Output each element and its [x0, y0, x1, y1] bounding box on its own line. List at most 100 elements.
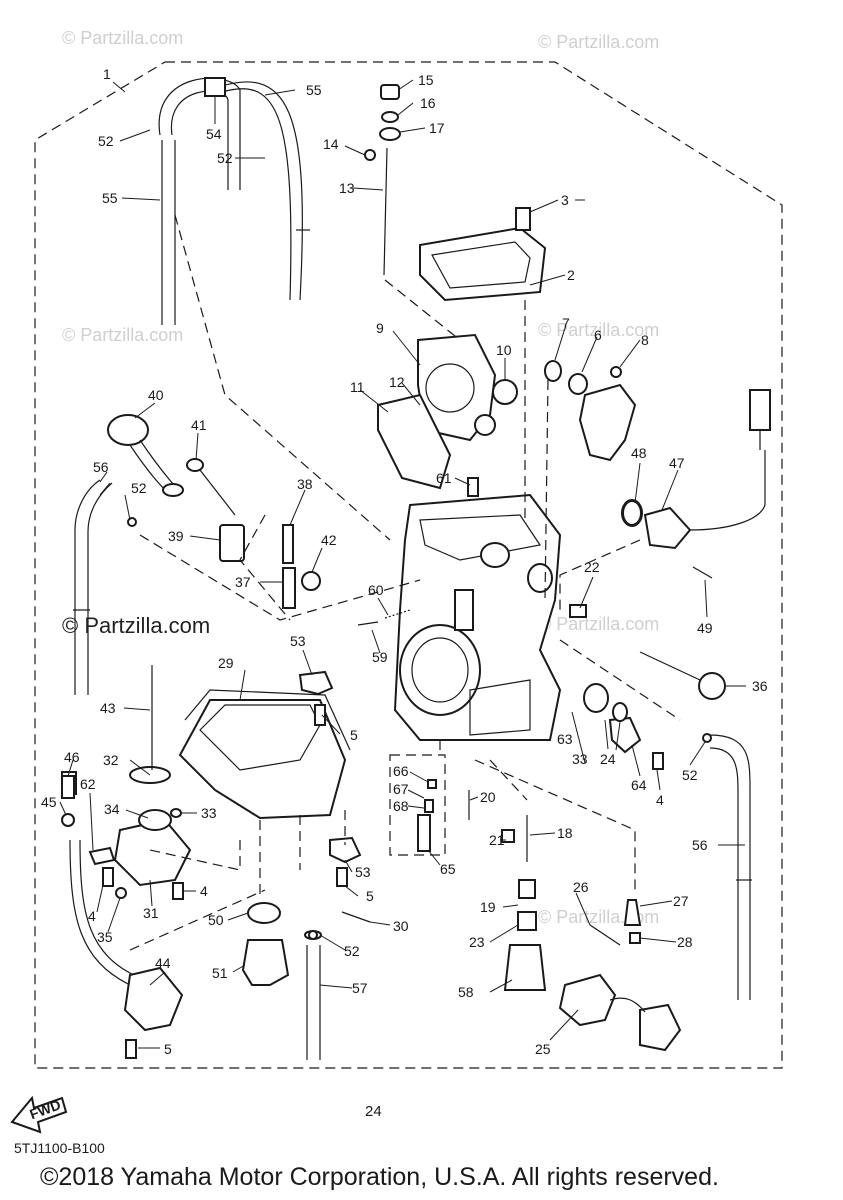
drain-plug — [241, 902, 290, 986]
drawing-code: 5TJ1100-B100 — [14, 1140, 105, 1156]
copyright-notice: ©2018 Yamaha Motor Corporation, U.S.A. A… — [40, 1163, 719, 1191]
callout-7: 7 — [562, 315, 570, 331]
callout-46: 46 — [64, 749, 80, 765]
callout-35: 35 — [97, 929, 113, 945]
starter-cable-fitting — [186, 458, 245, 562]
hot-starter-plunger — [107, 414, 184, 497]
throttle-pulley — [544, 360, 637, 462]
callout-52: 52 — [131, 480, 147, 496]
bracket-53-top — [298, 670, 334, 696]
overflow-pipe — [304, 930, 322, 1060]
callout-47: 47 — [669, 455, 685, 471]
callout-24: 24 — [600, 751, 616, 767]
callout-4: 4 — [656, 792, 664, 808]
callout-27: 27 — [673, 893, 689, 909]
callout-31: 31 — [143, 905, 159, 921]
callout-12: 12 — [389, 374, 405, 390]
callout-29: 29 — [218, 655, 234, 671]
pump-housing — [583, 683, 642, 754]
drain-hose-left — [73, 479, 113, 695]
plunger-37 — [282, 567, 296, 609]
callout-39: 39 — [168, 528, 184, 544]
callout-53: 53 — [355, 864, 371, 880]
callout-20: 20 — [480, 789, 496, 805]
callout-60: 60 — [368, 582, 384, 598]
callout-2: 2 — [567, 267, 575, 283]
callout-52: 52 — [217, 150, 233, 166]
screw-30 — [341, 911, 371, 923]
plug-22 — [569, 604, 587, 618]
callout-17: 17 — [429, 120, 445, 136]
spring-68 — [424, 799, 434, 813]
callout-5: 5 — [164, 1041, 172, 1057]
callout-30: 30 — [393, 918, 409, 934]
parts-kit-boundary — [389, 754, 446, 856]
clip-52-right — [702, 733, 712, 743]
screw-5-right — [314, 704, 326, 726]
callout-5: 5 — [350, 727, 358, 743]
callout-37: 37 — [235, 574, 251, 590]
callout-62: 62 — [80, 776, 96, 792]
callout-28: 28 — [677, 934, 693, 950]
callout-57: 57 — [352, 980, 368, 996]
callout-5: 5 — [366, 888, 374, 904]
spring-38 — [282, 524, 294, 564]
watermark: © Partzilla.com — [62, 325, 184, 345]
callout-50: 50 — [208, 912, 224, 928]
callout-22: 22 — [584, 559, 600, 575]
callout-49: 49 — [697, 620, 713, 636]
float-bowl — [178, 689, 351, 820]
callout-45: 45 — [41, 794, 57, 810]
clip-52-left — [127, 517, 137, 527]
screw-5-lower — [336, 867, 348, 887]
callout-36: 36 — [752, 678, 768, 694]
callout-53: 53 — [290, 633, 306, 649]
callout-51: 51 — [212, 965, 228, 981]
callout-26: 26 — [573, 879, 589, 895]
screw-65 — [417, 814, 431, 852]
float-assembly — [113, 665, 192, 887]
callout-9: 9 — [376, 320, 384, 336]
callout-labels: 1 2 3 4 4 4 5 5 5 6 7 8 9 10 11 12 13 14… — [41, 66, 768, 1057]
screw-61 — [467, 477, 479, 497]
jets-column — [468, 790, 547, 991]
callout-16: 16 — [420, 95, 436, 111]
idle-adjust-screw — [639, 651, 726, 700]
screw-5-bottom — [125, 1039, 137, 1059]
callout-33: 33 — [572, 751, 588, 767]
callout-68: 68 — [393, 798, 409, 814]
callout-21: 21 — [489, 832, 505, 848]
callout-55: 55 — [306, 82, 322, 98]
callout-54: 54 — [206, 126, 222, 142]
top-cover — [419, 207, 547, 302]
callout-63: 63 — [557, 731, 573, 747]
watermark: © Partzilla.com — [538, 320, 660, 340]
callout-14: 14 — [323, 136, 339, 152]
callout-40: 40 — [148, 387, 164, 403]
watermark-center: © Partzilla.com — [62, 613, 211, 638]
callout-3: 3 — [561, 192, 569, 208]
watermark: © Partzilla.com — [538, 614, 660, 634]
screw-4-b — [172, 882, 184, 900]
assembly-boundary — [34, 61, 783, 1069]
callout-41: 41 — [191, 417, 207, 433]
callout-15: 15 — [418, 72, 434, 88]
callout-32: 32 — [103, 752, 119, 768]
pump-diaphragm-cover — [558, 973, 682, 1052]
callout-56: 56 — [93, 459, 109, 475]
float-valve — [589, 899, 642, 946]
callout-61: 61 — [436, 470, 452, 486]
callout-11: 11 — [350, 379, 365, 395]
assembly-dash-leaders — [129, 214, 681, 951]
ring-42 — [301, 571, 321, 591]
bracket-62 — [88, 846, 116, 866]
callout-33: 33 — [201, 805, 217, 821]
callout-65: 65 — [440, 861, 456, 877]
vent-hoses — [158, 77, 310, 325]
screw-4-a — [102, 867, 114, 887]
callout-6: 6 — [594, 327, 602, 343]
washer-35 — [115, 887, 127, 899]
callout-52: 52 — [98, 133, 114, 149]
callout-67: 67 — [393, 781, 409, 797]
callout-8: 8 — [641, 332, 649, 348]
